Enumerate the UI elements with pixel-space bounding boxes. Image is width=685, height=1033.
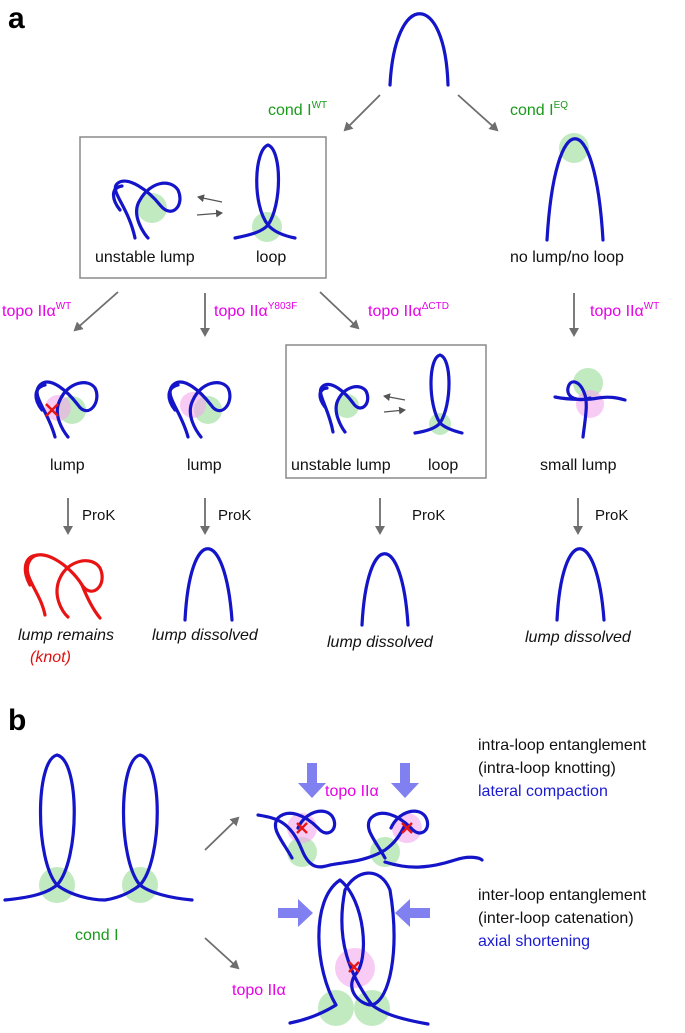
compaction-arrow-right: [391, 763, 419, 798]
shortening-arrow-right: [395, 899, 430, 927]
arrow-forward-2: [383, 406, 406, 415]
arrow-to-intra: [204, 816, 240, 851]
arrow-to-cond-wt: [343, 94, 381, 132]
label-topo-b2: topo IIα: [232, 982, 286, 999]
label-lump-2: lump: [187, 457, 222, 474]
label-knot: (knot): [30, 649, 71, 666]
dissolved-arch-2: [360, 552, 410, 627]
unstable-lump-loop-part: [111, 184, 124, 212]
arrow-to-cond-eq: [457, 94, 499, 132]
dissolved-arch-3: [555, 547, 606, 622]
two-loops-dna: [3, 753, 194, 902]
label-loop: loop: [256, 249, 286, 266]
label-topo-wt: topo IIαWT: [2, 301, 71, 320]
shortening-arrow-left: [278, 899, 313, 927]
unstable-lump-2-dna: [318, 382, 370, 434]
label-loop-2: loop: [428, 457, 458, 474]
label-dissolved-1: lump dissolved: [152, 627, 259, 644]
knotted-tail: [383, 855, 484, 869]
label-cond-i: cond I: [75, 927, 119, 944]
knot-left: [273, 809, 337, 860]
arrow-to-inter: [204, 937, 240, 970]
top-dna-arch: [388, 12, 450, 87]
no-lump-dna: [545, 137, 605, 242]
condensin-circle: [335, 394, 359, 418]
arrow-forward: [196, 209, 223, 218]
cleavage-mark: [401, 822, 413, 834]
arrow-back: [197, 194, 223, 203]
label-cond-wt: cond IWT: [268, 100, 327, 119]
label-inter-1: inter-loop entanglement: [478, 887, 647, 904]
label-no-lump: no lump/no loop: [510, 249, 624, 266]
cleavage-mark: [348, 961, 360, 973]
condensin-circle: [318, 990, 354, 1026]
label-topo-wt2: topo IIαWT: [590, 301, 659, 320]
lump-wt-dna-part: [34, 383, 47, 412]
dissolved-arch-1: [183, 547, 234, 622]
label-intra-1: intra-loop entanglement: [478, 737, 647, 754]
knotted-backbone: [256, 813, 407, 869]
knot-right: [366, 809, 430, 860]
label-dissolved-2: lump dissolved: [327, 634, 434, 651]
label-prok-3: ProK: [412, 507, 445, 524]
cleavage-mark: [45, 403, 59, 417]
label-topo-b1: topo IIα: [325, 783, 379, 800]
label-prok-1: ProK: [82, 507, 115, 524]
label-intra-2: (intra-loop knotting): [478, 760, 616, 777]
label-prok-2: ProK: [218, 507, 251, 524]
knot-dna-part: [23, 553, 102, 620]
box-unstable-lump-loop-2: [285, 344, 487, 479]
label-prok-4: ProK: [595, 507, 628, 524]
cleavage-mark: [296, 822, 308, 834]
label-inter-2: (inter-loop catenation): [478, 910, 634, 927]
condensin-circle: [573, 368, 603, 398]
condensin-circle: [137, 193, 167, 223]
panel-label-a: a: [8, 2, 25, 35]
box-unstable-lump-loop: [79, 136, 327, 279]
label-inter-3: axial shortening: [478, 933, 590, 950]
topo-circle: [180, 392, 206, 418]
arrow-back-2: [383, 393, 406, 402]
arrow-to-ctd: [319, 291, 360, 330]
compaction-arrow-left: [298, 763, 326, 798]
label-small-lump: small lump: [540, 457, 617, 474]
label-intra-3: lateral compaction: [478, 783, 608, 800]
loop-dna: [233, 143, 297, 240]
label-topo-ctd: topo IIαΔCTD: [368, 301, 449, 320]
small-lump-dna: [553, 380, 627, 439]
label-lump-remains: lump remains: [18, 627, 114, 644]
arrow-to-lump-wt: [73, 291, 119, 332]
label-unstable-lump: unstable lump: [95, 249, 195, 266]
label-dissolved-3: lump dissolved: [525, 629, 632, 646]
unstable-lump-2-dna-part: [318, 386, 329, 409]
panel-label-b: b: [8, 704, 26, 737]
label-lump-1: lump: [50, 457, 85, 474]
topo-circle: [576, 390, 604, 418]
knot-dna: [25, 553, 104, 619]
loop-2-dna: [413, 353, 464, 435]
label-topo-y803f: topo IIαY803F: [214, 301, 297, 320]
lump-y803f-dna-part: [167, 383, 180, 412]
label-unstable-lump-2: unstable lump: [291, 457, 391, 474]
label-cond-eq: cond IEQ: [510, 100, 568, 119]
